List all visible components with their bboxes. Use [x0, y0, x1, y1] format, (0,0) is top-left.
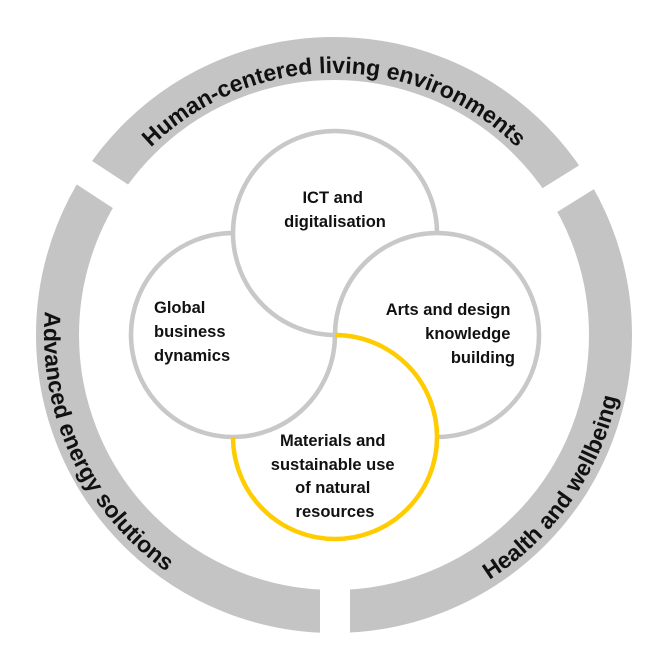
- label-global: Global business dynamics: [154, 299, 230, 365]
- circle-global: [128, 230, 338, 440]
- ring-gap-right: [530, 155, 611, 220]
- circle-materials: [230, 332, 440, 542]
- ring-gap-bottom: [320, 580, 350, 650]
- label-materials: Materials and sustainable use of natural…: [271, 432, 399, 521]
- circle-arts: [332, 230, 542, 440]
- label-arts: Arts and design knowledge building: [386, 301, 515, 367]
- ring-gap-left: [60, 150, 141, 217]
- ring-label-top: Human-centered living environments: [137, 52, 532, 151]
- label-ict: ICT and digitalisation: [284, 189, 386, 231]
- circle-ict: [230, 128, 440, 338]
